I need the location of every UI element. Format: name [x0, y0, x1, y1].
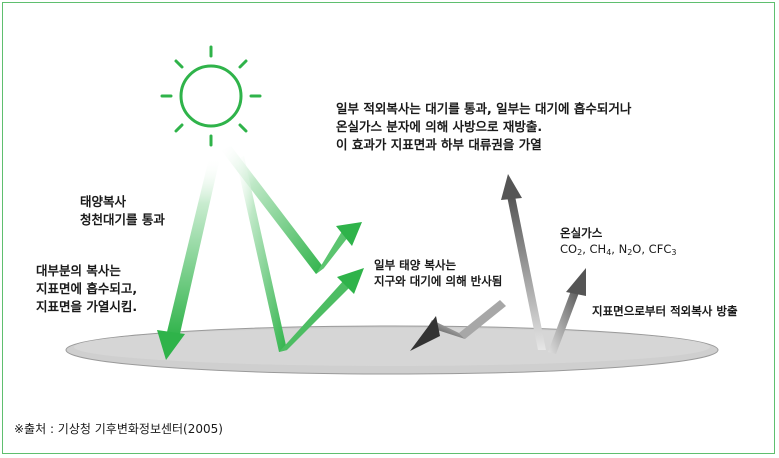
solar-radiation-text: 태양복사 청천대기를 통과 — [80, 193, 165, 229]
solar-radiation-line-2: 청천대기를 통과 — [80, 212, 165, 227]
gas-separator: , — [641, 242, 649, 256]
gas-n2o-n: N — [618, 242, 628, 256]
reflected-line-1: 일부 태양 복사는 — [374, 258, 457, 272]
gas-n2o-subscript: 2 — [627, 248, 633, 257]
gas-co2: CO — [560, 242, 578, 256]
gas-separator: , — [582, 242, 590, 256]
ir-emission-line: 지표면으로부터 적외복사 방출 — [592, 304, 738, 318]
solar-reflected-surface-arrow — [236, 156, 364, 352]
ir-effect-line-3: 이 효과가 지표면과 하부 대류권을 가열 — [336, 137, 542, 152]
reflected-text: 일부 태양 복사는 지구와 대기에 의해 반사됨 — [374, 257, 502, 289]
gas-ch4-subscript: 4 — [606, 248, 612, 257]
greenhouse-gases-text: 온실가스 CO2, CH4, N2O, CFC3 — [560, 225, 676, 261]
absorbed-line-1: 대부분의 복사는 — [36, 263, 121, 278]
gas-separator: , — [611, 242, 619, 256]
ir-effect-line-1: 일부 적외복사는 대기를 통과, 일부는 대기에 흡수되거나 — [336, 101, 632, 116]
solar-radiation-line-1: 태양복사 — [80, 194, 127, 209]
ir-emission-tall-arrow — [501, 174, 546, 350]
gas-cfc: CFC — [648, 242, 672, 256]
source-caption: ※출처 : 기상청 기후변화정보센터(2005) — [14, 422, 223, 436]
sun-icon — [160, 45, 262, 147]
gas-cfc-subscript: 3 — [671, 248, 677, 257]
absorbed-line-2: 지표면에 흡수되고, — [36, 281, 138, 296]
gas-ch4: CH — [589, 242, 607, 256]
gas-co2-subscript: 2 — [577, 248, 583, 257]
ir-emission-text: 지표면으로부터 적외복사 방출 — [592, 303, 738, 319]
greenhouse-gases-title: 온실가스 — [560, 226, 603, 240]
ir-effect-text: 일부 적외복사는 대기를 통과, 일부는 대기에 흡수되거나 온실가스 분자에 … — [336, 100, 631, 154]
solar-absorbed-arrow — [157, 158, 220, 360]
diagram-frame — [2, 2, 775, 454]
ir-effect-line-2: 온실가스 분자에 의해 사방으로 재방출. — [336, 119, 543, 134]
absorbed-line-3: 지표면을 가열시킴. — [36, 299, 138, 314]
ir-emission-right-arrow — [548, 268, 586, 354]
absorbed-text: 대부분의 복사는 지표면에 흡수되고, 지표면을 가열시킴. — [36, 262, 137, 316]
ir-reemission-down-arrow — [410, 300, 506, 351]
greenhouse-gases-list: CO2, CH4, N2O, CFC3 — [560, 241, 676, 261]
reflected-line-2: 지구와 대기에 의해 반사됨 — [374, 274, 503, 288]
gas-n2o-o: O — [632, 242, 642, 256]
